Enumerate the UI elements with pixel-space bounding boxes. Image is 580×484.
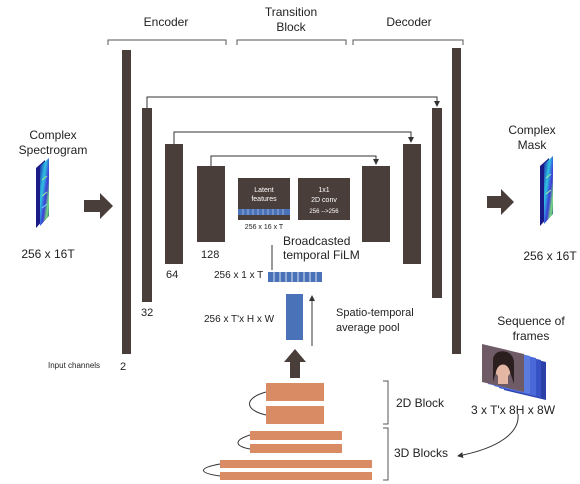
block-3d-layer2 xyxy=(250,444,342,453)
block-3d-layer1 xyxy=(250,431,342,440)
encoder-bar-128 xyxy=(197,166,225,242)
pooled-features-block xyxy=(286,294,303,340)
film-vector xyxy=(268,272,322,282)
decoder-bar-32 xyxy=(432,108,442,298)
latent-size-label: 256 x 16 x T xyxy=(245,224,284,231)
transition-label-line1: Transition xyxy=(265,5,317,19)
decoder-bar-output xyxy=(452,48,461,354)
encoder-channel-32: 32 xyxy=(141,307,153,319)
frames-stack-image xyxy=(482,344,546,400)
block-3d-layer4 xyxy=(220,472,372,480)
frames-connector xyxy=(457,413,519,459)
frames-size-label: 3 x T'x 8H x 8W xyxy=(471,403,556,417)
latent-temporal-strip xyxy=(238,209,290,215)
encoder-channel-64: 64 xyxy=(166,269,178,281)
input-title-line1: Complex xyxy=(29,128,76,142)
block-3d-residual1 xyxy=(237,434,251,450)
film-label-line1: Broadcasted xyxy=(283,234,350,248)
transition-label-line2: Block xyxy=(276,20,306,34)
input-channels-label: Input channels xyxy=(48,361,100,370)
film-label-line2: temporal FiLM xyxy=(283,248,360,262)
skip-connections xyxy=(146,96,440,166)
bracket-3d xyxy=(383,427,389,481)
section-brackets xyxy=(107,39,464,45)
output-mask-image xyxy=(540,156,553,226)
decoder-label: Decoder xyxy=(386,15,431,29)
conv-1x1-block xyxy=(298,178,350,220)
block-2d-label: 2D Block xyxy=(396,396,445,410)
pool-label-line1: Spatio-temporal xyxy=(336,307,414,319)
pool-label-line2: average pool xyxy=(336,322,400,334)
encoder-bar-32 xyxy=(142,108,152,302)
input-title-line2: Spectrogram xyxy=(19,143,88,157)
input-arrow xyxy=(84,193,113,219)
encoder-channel-2: 2 xyxy=(120,361,126,373)
encoder-channel-128: 128 xyxy=(201,249,219,261)
conv-label-line1: 1x1 xyxy=(318,187,329,194)
film-vector-size: 256 x 1 x T xyxy=(214,270,263,281)
block-3d-layer3 xyxy=(220,460,372,468)
encoder-bar-input-channels xyxy=(122,50,131,354)
encoder-label: Encoder xyxy=(144,15,189,29)
frames-title-line1: Sequence of xyxy=(497,314,565,328)
block-3d-residual2 xyxy=(203,463,221,477)
blocks-up-arrow xyxy=(284,349,306,378)
encoder-bar-64 xyxy=(165,144,183,264)
frames-title-line2: frames xyxy=(513,329,550,343)
input-size-label: 256 x 16T xyxy=(21,247,75,261)
latent-label-line1: Latent xyxy=(254,187,274,194)
output-size-label: 256 x 16T xyxy=(523,249,577,263)
block-2d-residual xyxy=(249,391,267,416)
conv-label-line3: 256 -->256 xyxy=(309,209,339,215)
output-title-line2: Mask xyxy=(518,138,548,152)
decoder-bar-128 xyxy=(362,166,390,242)
output-title-line1: Complex xyxy=(508,123,555,137)
decoder-bar-64 xyxy=(403,144,421,264)
output-arrow xyxy=(487,189,514,215)
bracket-2d xyxy=(383,380,389,425)
blocks-3d-label: 3D Blocks xyxy=(394,446,448,460)
pool-size-label: 256 x T'x H x W xyxy=(204,314,275,325)
latent-label-line2: features xyxy=(251,196,277,203)
input-spectrogram-image xyxy=(36,158,49,228)
conv-label-line2: 2D conv xyxy=(311,197,337,204)
block-2d-layer2 xyxy=(266,406,324,424)
block-2d-layer1 xyxy=(266,383,324,401)
